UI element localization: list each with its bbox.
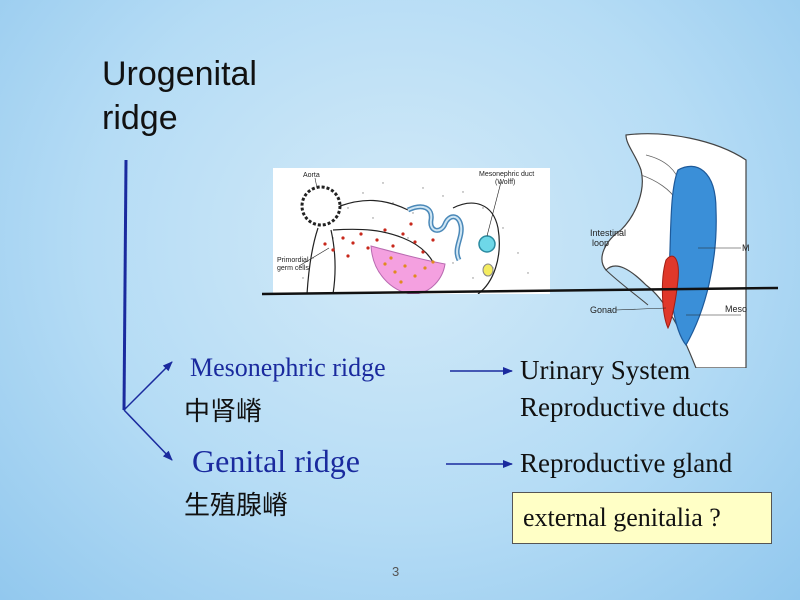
embryo-diagram: Intestinal loop Gonad M Meso xyxy=(590,133,750,369)
mesonephric-ridge-chinese: 中肾嵴 xyxy=(184,397,263,427)
label-mesonephric-duct: Mesonephric duct xyxy=(479,171,534,178)
label-loop: loop xyxy=(592,238,609,248)
genital-ridge-label: Genital ridge xyxy=(192,443,360,479)
mesonephric-ridge-label: Mesonephric ridge xyxy=(190,353,386,382)
arrow-to-mesonephric xyxy=(123,361,173,411)
genital-ridge-chinese: 生殖腺嵴 xyxy=(184,491,289,521)
external-genitalia-text: external genitalia ? xyxy=(523,503,721,532)
label-m: M xyxy=(742,243,750,253)
label-intestinal: Intestinal xyxy=(590,228,626,238)
fate-reproductive-gland: Reproductive gland xyxy=(520,448,733,478)
label-wolff: (Wolff) xyxy=(495,179,515,186)
mesonephros-diagram: Aorta Mesonephric duct (Wolff) Primordia… xyxy=(277,171,534,295)
bracket-line xyxy=(122,159,128,411)
external-genitalia-box: external genitalia ? xyxy=(512,492,772,544)
title-line-2: ridge xyxy=(102,99,178,137)
page-number: 3 xyxy=(392,564,400,579)
mesonephros-cross-section-figure: Aorta Mesonephric duct (Wolff) Primordia… xyxy=(273,168,550,295)
embryo-sagittal-figure: Intestinal loop Gonad M Meso xyxy=(586,130,750,369)
label-primordial: Primordial xyxy=(277,257,309,264)
title-line-1: Urogenital xyxy=(102,55,257,93)
slide-title: Urogenital ridge xyxy=(102,52,352,140)
fate-reproductive-ducts: Reproductive ducts xyxy=(520,392,730,422)
figure-baseline xyxy=(261,286,779,296)
label-aorta: Aorta xyxy=(303,172,320,179)
fate-urinary-system: Urinary System xyxy=(520,355,691,385)
label-germ-cells: germ cells xyxy=(277,265,309,272)
label-gonad: Gonad xyxy=(590,305,617,315)
label-meso: Meso xyxy=(725,304,747,314)
arrow-to-genital xyxy=(123,409,173,461)
